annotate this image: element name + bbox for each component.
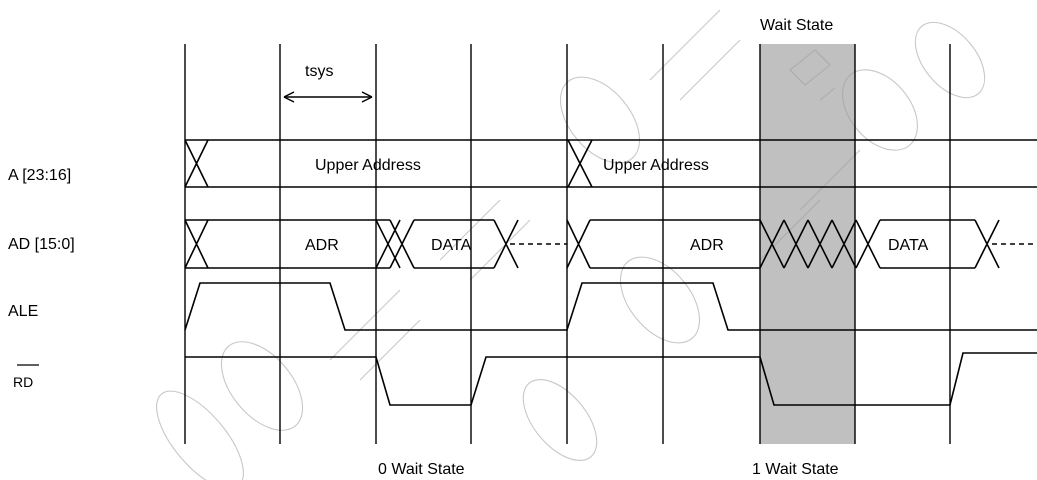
bus-value-adr-2: ADR [690, 237, 724, 254]
signal-label-a: A [23:16] [8, 167, 71, 184]
ad-bus-waveform [184, 219, 1000, 269]
annotation-tsys: tsys [305, 63, 333, 80]
watermark [156, 9, 986, 480]
signal-label-ad: AD [15:0] [8, 236, 75, 253]
bus-value-upper-address-2: Upper Address [603, 157, 709, 174]
rd-waveform [185, 352, 1037, 406]
bus-value-data-2: DATA [888, 237, 929, 254]
ale-waveform [184, 282, 1037, 331]
bus-value-upper-address-1: Upper Address [315, 157, 421, 174]
a-bus-waveform [184, 139, 1037, 188]
bus-value-data-1: DATA [431, 237, 472, 254]
annotation-one-wait: 1 Wait State [752, 461, 839, 478]
wait-state-region [760, 44, 855, 444]
annotation-zero-wait: 0 Wait State [378, 461, 465, 478]
signal-label-rd: RD [13, 374, 33, 390]
tsys-arrow [283, 91, 373, 103]
signal-label-ale: ALE [8, 303, 38, 320]
bus-value-adr-1: ADR [305, 237, 339, 254]
annotation-wait-state: Wait State [760, 17, 833, 34]
